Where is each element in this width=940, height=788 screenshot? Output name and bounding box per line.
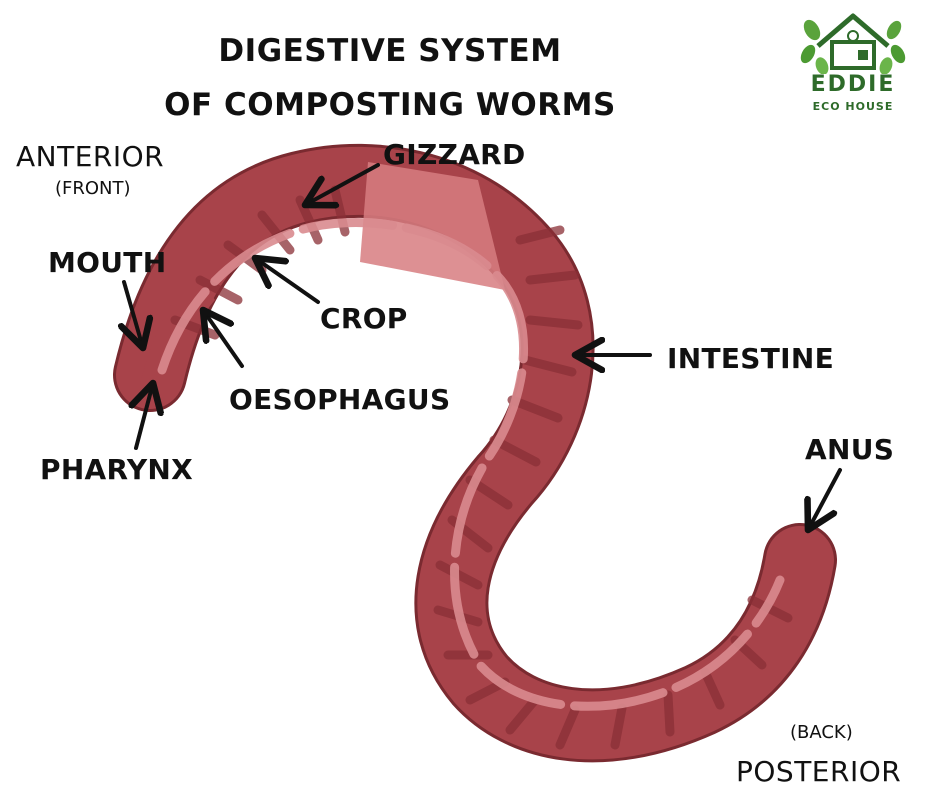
mouth-arrow bbox=[124, 280, 143, 348]
anterior-label: ANTERIOR bbox=[16, 140, 165, 173]
pharynx-arrow bbox=[136, 383, 153, 450]
anterior-note: (FRONT) bbox=[55, 178, 131, 199]
diagram-title: DIGESTIVE SYSTEM OF COMPOSTING WORMS bbox=[150, 24, 630, 132]
title-line-2: OF COMPOSTING WORMS bbox=[164, 87, 616, 123]
pharynx-label: PHARYNX bbox=[40, 453, 194, 486]
label-arrows bbox=[124, 163, 842, 530]
logo-name: EDDIE bbox=[810, 72, 896, 97]
anus-label: ANUS bbox=[805, 433, 895, 466]
gizzard-label: GIZZARD bbox=[383, 138, 526, 171]
house-leaf-icon bbox=[800, 13, 906, 74]
oesophagus-label: OESOPHAGUS bbox=[229, 383, 451, 416]
intestine-label: INTESTINE bbox=[667, 342, 835, 375]
mouth-label: MOUTH bbox=[48, 246, 167, 279]
gizzard-arrow bbox=[305, 163, 380, 205]
brand-logo: EDDIE ECO HOUSE bbox=[798, 8, 908, 120]
digestive-tract bbox=[157, 218, 785, 711]
title-line-1: DIGESTIVE SYSTEM bbox=[218, 33, 562, 69]
oesophagus-arrow bbox=[203, 310, 244, 368]
posterior-label: POSTERIOR bbox=[736, 755, 902, 788]
crop-arrow bbox=[255, 258, 320, 304]
worm-body bbox=[113, 143, 837, 763]
anus-arrow bbox=[808, 468, 842, 530]
segment-bands bbox=[170, 185, 793, 750]
logo-subtitle: ECO HOUSE bbox=[812, 100, 894, 113]
posterior-note: (BACK) bbox=[790, 722, 853, 743]
crop-label: CROP bbox=[320, 302, 408, 335]
gizzard-band bbox=[360, 162, 505, 290]
